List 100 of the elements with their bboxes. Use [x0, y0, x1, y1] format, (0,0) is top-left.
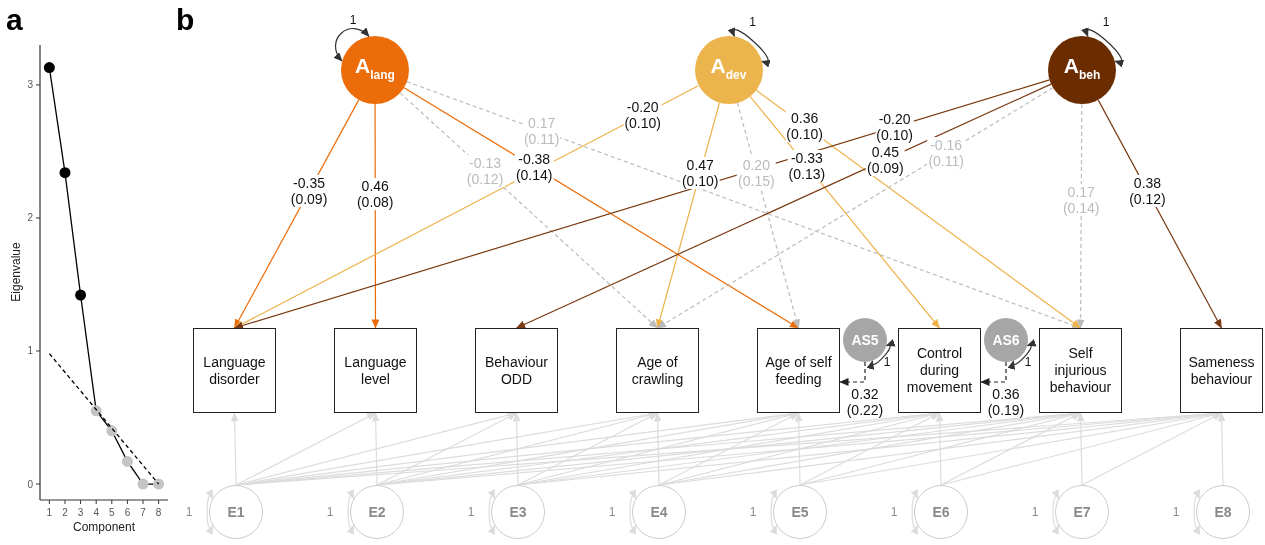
box-label: Self injurious behaviour — [1048, 345, 1113, 396]
variable-box — [193, 328, 276, 413]
error-circle — [209, 485, 263, 539]
edge-label: 1 — [325, 504, 335, 520]
tick-label: 8 — [155, 507, 162, 518]
tick-label: 6 — [124, 507, 131, 518]
arrow — [935, 412, 944, 486]
edge-label: 0.38 (0.12) — [1128, 175, 1167, 208]
edge-label: -0.20 (0.10) — [875, 111, 914, 144]
loop-arrow — [1050, 489, 1060, 535]
error-circle — [632, 485, 686, 539]
arrow — [376, 412, 518, 486]
tick-label: 2 — [62, 507, 68, 518]
circle-label: AS5 — [851, 331, 879, 349]
factor-label: A$_{lang}$ — [355, 53, 395, 84]
factor-circle — [1048, 36, 1116, 104]
tick-label: 4 — [93, 507, 99, 518]
error-circle — [773, 485, 827, 539]
dashed-arrow — [980, 361, 1007, 386]
circle-label: E2 — [368, 503, 386, 521]
edge-label: 1 — [466, 504, 476, 520]
circle-label: E6 — [932, 503, 950, 521]
variable-box — [616, 328, 699, 413]
loop-arrow — [486, 489, 496, 535]
axis-title: Eigenvalue — [9, 242, 23, 302]
edge-label: 1 — [889, 504, 899, 520]
factor-circle — [694, 36, 763, 104]
axis-title: Component — [73, 520, 135, 534]
variable-box — [1180, 328, 1263, 413]
edge-label: -0.33 (0.13) — [787, 149, 827, 182]
error-circle — [491, 485, 545, 539]
tick-label: 2 — [27, 212, 33, 224]
edge-label: -0.16 (0.11) — [927, 136, 965, 169]
loop-arrow — [867, 340, 896, 370]
tick-label: 3 — [27, 79, 33, 91]
edge-label: 1 — [748, 14, 757, 30]
arrow — [512, 412, 521, 486]
variable-box — [475, 328, 558, 413]
edge-label: -0.13 (0.12) — [465, 154, 505, 187]
edge-label: -0.38 (0.14) — [514, 151, 554, 183]
arrow — [799, 412, 941, 486]
edge-label: 0.46 (0.08) — [355, 177, 395, 210]
arrow — [371, 412, 380, 486]
tick-label: 5 — [109, 507, 115, 518]
loop-arrow — [1191, 489, 1201, 535]
loop-arrow — [627, 489, 637, 535]
arrow — [794, 412, 803, 486]
error-circle — [1196, 485, 1250, 539]
factor-label: A$_{beh}$ — [1063, 53, 1101, 84]
variable-box — [757, 328, 840, 413]
edge-label: 1 — [882, 354, 892, 370]
loop-arrow — [345, 489, 355, 535]
arrow — [517, 412, 659, 486]
arrow — [1217, 412, 1226, 486]
arrow — [515, 83, 1052, 329]
arrow — [230, 412, 239, 486]
box-label: Language disorder — [202, 353, 267, 388]
edge-label: 1 — [1101, 14, 1111, 30]
loop-arrow — [728, 27, 771, 67]
dashed-arrow — [656, 87, 1054, 329]
edge-label: 0.36 (0.19) — [986, 386, 1026, 418]
circle-label: E4 — [650, 503, 668, 521]
tick-label: 0 — [27, 478, 33, 490]
variable-box — [1039, 328, 1122, 413]
box-label: Control during movement — [905, 345, 974, 396]
arrow — [235, 412, 377, 486]
box-label: Behaviour ODD — [483, 353, 549, 388]
arrow — [1076, 412, 1085, 486]
dashed-arrow — [399, 92, 659, 329]
tick-label: 1 — [46, 507, 53, 518]
variable-box — [334, 328, 417, 413]
circle-label: E1 — [227, 503, 245, 521]
edge-label: 0.47 (0.10) — [680, 156, 720, 189]
edge-label: 1 — [348, 12, 358, 28]
arrow — [940, 412, 1082, 486]
circle-label: E8 — [1214, 503, 1232, 521]
box-label: Language level — [343, 353, 408, 388]
circle-label: E7 — [1073, 503, 1091, 521]
variable-box — [898, 328, 981, 413]
circle-label: E3 — [509, 503, 527, 521]
error-circle — [914, 485, 968, 539]
arrow — [403, 87, 800, 329]
tick-label: 3 — [77, 507, 84, 518]
panel-letter: b — [176, 4, 195, 36]
loop-arrow — [909, 489, 919, 535]
factor-circle — [341, 36, 409, 104]
edge-label: 0.20 (0.15) — [737, 156, 776, 189]
dashed-arrow — [839, 361, 866, 386]
edge-label: 1 — [184, 504, 194, 520]
arrow — [653, 412, 662, 486]
loop-arrow — [204, 489, 214, 535]
loop-arrow — [1008, 340, 1037, 370]
edge-label: 0.32 (0.22) — [845, 386, 885, 418]
edge-label: -0.35 (0.09) — [289, 175, 329, 208]
loop-arrow — [1082, 27, 1124, 67]
dashed-arrow — [1076, 103, 1085, 329]
circle-label: AS6 — [992, 331, 1020, 349]
loop-arrow — [333, 27, 370, 62]
error-circle — [1055, 485, 1109, 539]
panel-letter: a — [6, 4, 23, 36]
